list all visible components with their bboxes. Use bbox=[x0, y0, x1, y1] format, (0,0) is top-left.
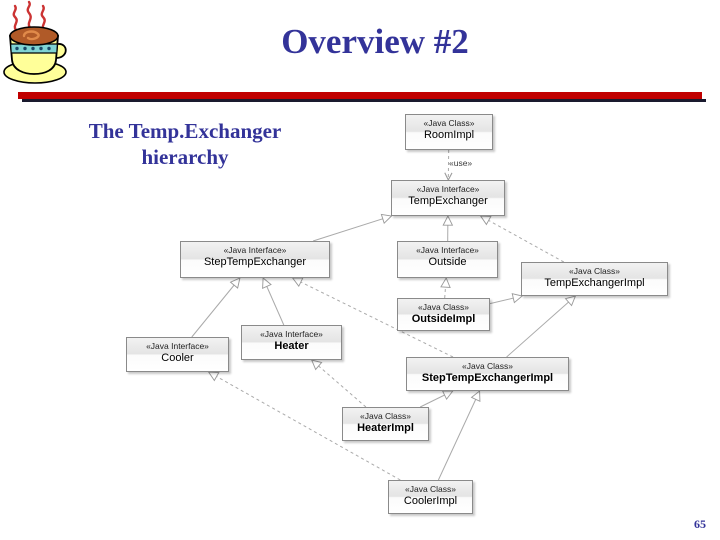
steam-icon bbox=[12, 0, 46, 32]
uml-edge-tempexchangerimpl-to-tempexchanger[interactable] bbox=[481, 216, 565, 263]
uml-class-name-label: TempExchanger bbox=[408, 195, 488, 207]
uml-edge-steptempexchanger-to-tempexchanger[interactable] bbox=[312, 216, 391, 242]
uml-edge-outsideimpl-to-outside[interactable] bbox=[445, 278, 447, 299]
uml-edge-heaterimpl-to-steptempexchangerimpl[interactable] bbox=[419, 391, 453, 408]
title-divider-rule bbox=[18, 92, 702, 99]
coffee-cup-logo bbox=[2, 0, 80, 92]
slide-caption: The Temp.Exchanger hierarchy bbox=[40, 118, 330, 170]
uml-edge-outsideimpl-to-tempexchangerimpl[interactable] bbox=[489, 296, 522, 305]
page-number: 65 bbox=[694, 517, 706, 531]
uml-class-box-tempexchanger[interactable]: «Java Interface»TempExchanger bbox=[391, 180, 505, 216]
uml-class-name-label: StepTempExchangerImpl bbox=[421, 372, 554, 384]
uml-edge-cooler-to-steptempexchanger[interactable] bbox=[191, 278, 240, 338]
caption-line-2: hierarchy bbox=[141, 145, 229, 169]
uml-edge-steptempexchangerimpl-to-tempexchangerimpl[interactable] bbox=[506, 296, 576, 358]
uml-class-name-label: Cooler bbox=[161, 352, 194, 364]
title-divider-shadow bbox=[22, 99, 706, 102]
uml-class-box-outside[interactable]: «Java Interface»Outside bbox=[397, 241, 498, 278]
uml-stereotype-label: «Java Class» bbox=[461, 361, 514, 371]
uml-class-name-label: HeaterImpl bbox=[357, 422, 414, 434]
uml-edge-coolerimpl-to-steptempexchangerimpl[interactable] bbox=[437, 391, 479, 481]
uml-edge-heater-to-steptempexchanger[interactable] bbox=[263, 278, 285, 326]
uml-stereotype-label: «Java Interface» bbox=[416, 245, 479, 255]
uml-edge-label: «use» bbox=[449, 158, 473, 168]
uml-stereotype-label: «Java Interface» bbox=[260, 329, 323, 339]
caption-line-1: The Temp.Exchanger bbox=[88, 119, 282, 143]
uml-stereotype-label: «Java Class» bbox=[417, 302, 470, 312]
uml-class-name-label: TempExchangerImpl bbox=[544, 277, 645, 289]
uml-class-box-steptempexchanger[interactable]: «Java Interface»StepTempExchanger bbox=[180, 241, 330, 278]
uml-class-box-cooler[interactable]: «Java Interface»Cooler bbox=[126, 337, 229, 372]
uml-stereotype-label: «Java Class» bbox=[423, 118, 475, 128]
uml-class-box-steptempexchangerimpl[interactable]: «Java Class»StepTempExchangerImpl bbox=[406, 357, 569, 391]
uml-class-box-heater[interactable]: «Java Interface»Heater bbox=[241, 325, 342, 360]
uml-class-box-outsideimpl[interactable]: «Java Class»OutsideImpl bbox=[397, 298, 490, 331]
uml-class-box-roomimpl[interactable]: «Java Class»RoomImpl bbox=[405, 114, 493, 150]
uml-class-box-coolerimpl[interactable]: «Java Class»CoolerImpl bbox=[388, 480, 473, 514]
uml-class-name-label: OutsideImpl bbox=[411, 313, 476, 325]
page-title: Overview #2 bbox=[281, 22, 469, 61]
uml-edge-coolerimpl-to-cooler[interactable] bbox=[209, 372, 401, 481]
uml-class-name-label: Heater bbox=[274, 340, 309, 352]
uml-stereotype-label: «Java Class» bbox=[359, 411, 412, 421]
uml-class-name-label: CoolerImpl bbox=[403, 495, 458, 507]
uml-class-name-label: Outside bbox=[428, 256, 467, 268]
uml-class-name-label: StepTempExchanger bbox=[203, 256, 307, 268]
uml-class-box-heaterimpl[interactable]: «Java Class»HeaterImpl bbox=[342, 407, 429, 441]
uml-stereotype-label: «Java Class» bbox=[568, 266, 621, 276]
uml-class-name-label: RoomImpl bbox=[423, 129, 475, 141]
uml-stereotype-label: «Java Interface» bbox=[146, 341, 209, 351]
uml-stereotype-label: «Java Interface» bbox=[223, 245, 287, 255]
uml-edge-heaterimpl-to-heater[interactable] bbox=[312, 360, 367, 408]
uml-class-box-tempexchangerimpl[interactable]: «Java Class»TempExchangerImpl bbox=[521, 262, 668, 296]
uml-stereotype-label: «Java Interface» bbox=[416, 184, 480, 194]
uml-stereotype-label: «Java Class» bbox=[404, 484, 457, 494]
